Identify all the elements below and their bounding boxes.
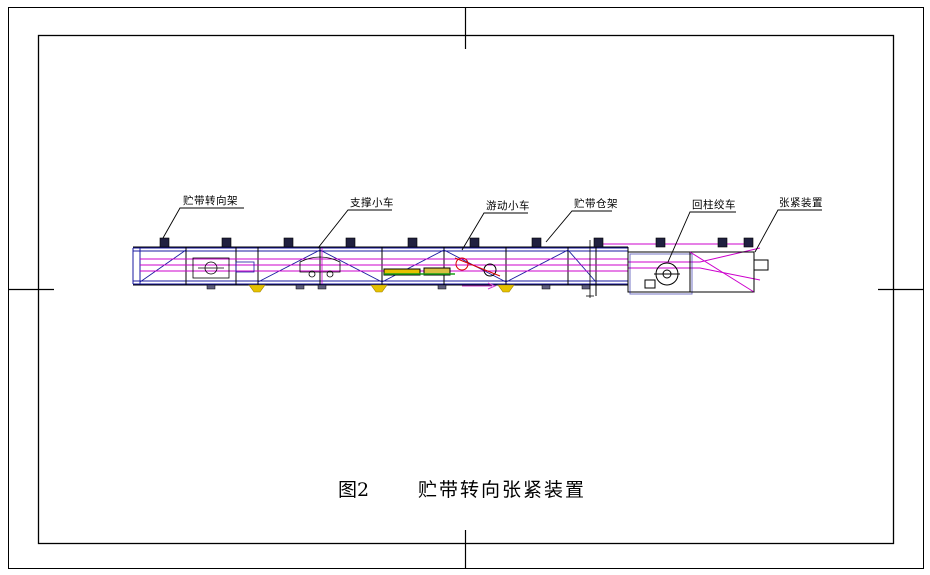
belt-storage-assembly [132, 237, 769, 298]
figure-number: 图2 [338, 479, 370, 501]
centering-marks [8, 7, 924, 569]
idler-rollers [159, 237, 754, 248]
support-trolley-detail [299, 248, 341, 284]
label-support-trolley: 支撑小车 [350, 197, 394, 209]
drawing-frame [37, 34, 895, 545]
return-winch-housing [627, 251, 693, 295]
label-tensioner: 张紧装置 [779, 197, 823, 209]
figure-title: 贮带转向张紧装置 [418, 479, 587, 501]
truss-bracing [139, 249, 597, 283]
moving-trolley-detail [383, 257, 501, 290]
support-legs [248, 284, 515, 293]
main-frame [132, 247, 628, 285]
label-storage-bin-frame: 贮带仓架 [574, 198, 618, 210]
conveyor-belt [140, 243, 761, 281]
frame-feet [206, 284, 591, 290]
section-marker [586, 240, 594, 298]
frame-outline [133, 246, 628, 286]
label-moving-trolley: 游动小车 [486, 200, 530, 212]
tensioner-frame [689, 251, 769, 293]
turning-frame-detail [192, 257, 255, 279]
label-storage-turning-frame: 贮带转向架 [183, 195, 238, 207]
label-return-winch: 回柱绞车 [692, 199, 736, 211]
leader-lines [162, 207, 822, 263]
